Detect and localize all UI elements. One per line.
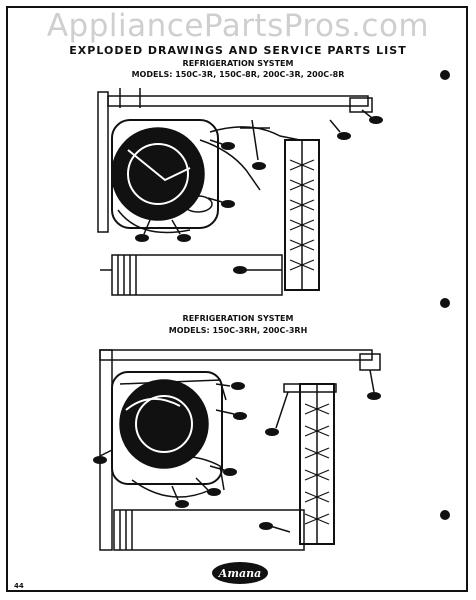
callout-marker — [177, 234, 191, 242]
callout-marker — [337, 132, 351, 140]
watermark: AppliancePartsPros.com — [46, 8, 430, 44]
callout-marker — [221, 200, 235, 208]
binder-hole-bottom — [440, 510, 450, 520]
binder-hole-middle — [440, 298, 450, 308]
binder-hole-top — [440, 70, 450, 80]
callout-marker — [252, 162, 266, 170]
refrigeration-diagram-bottom — [93, 349, 381, 551]
callout-marker — [221, 142, 235, 150]
section-title-top: REFRIGERATION SYSTEM — [182, 59, 294, 68]
callout-marker — [369, 116, 383, 124]
callout-marker — [135, 234, 149, 242]
manual-page — [6, 6, 468, 592]
refrigeration-diagram-top — [97, 88, 383, 296]
models-list-bottom: MODELS: 150C-3RH, 200C-3RH — [168, 326, 308, 335]
callout-marker — [233, 266, 247, 274]
models-list-top: MODELS: 150C-3R, 150C-8R, 200C-3R, 200C-… — [131, 70, 345, 79]
page-title: EXPLODED DRAWINGS AND SERVICE PARTS LIST — [69, 44, 407, 57]
page-number: 44 — [14, 582, 24, 590]
amana-logo: Amana — [212, 562, 268, 584]
section-title-bottom: REFRIGERATION SYSTEM — [182, 314, 294, 323]
